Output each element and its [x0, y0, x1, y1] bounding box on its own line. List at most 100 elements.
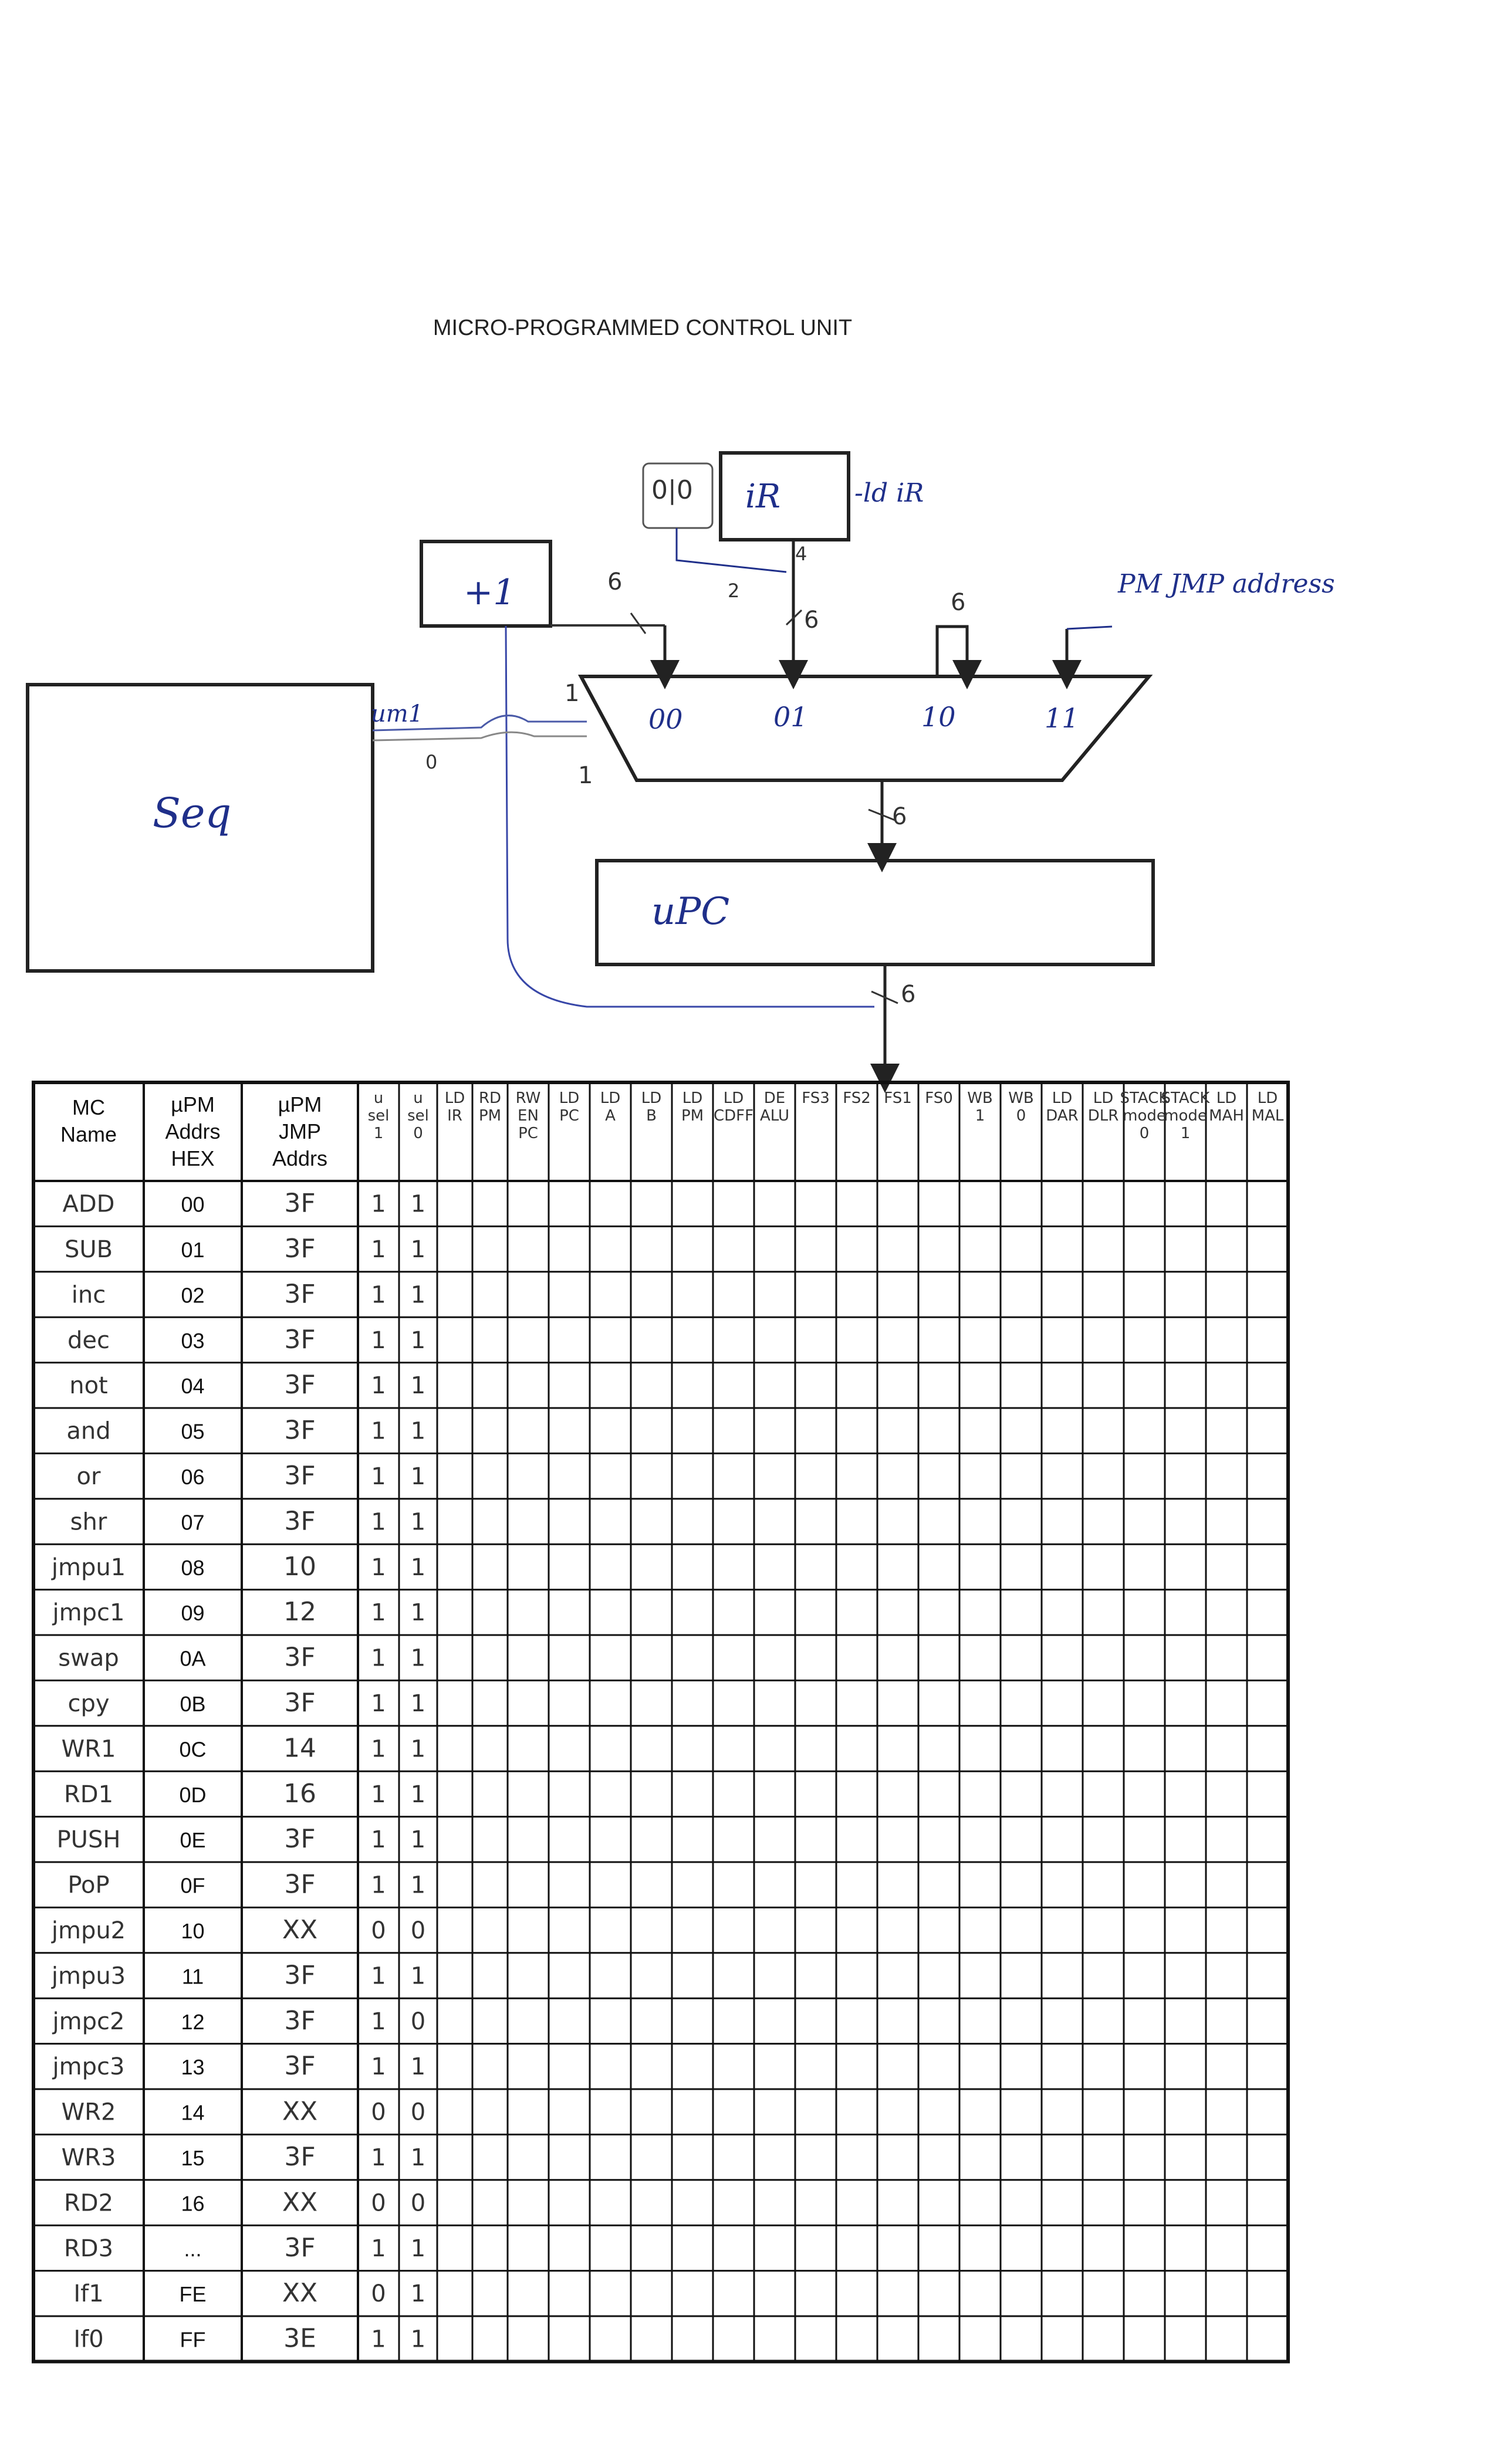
bus-width-flag: 6 — [607, 568, 622, 595]
row-hex: ... — [184, 2237, 201, 2261]
row-hex: 02 — [181, 1283, 204, 1307]
table-frame — [32, 1081, 1290, 2364]
row-hex: 08 — [181, 1556, 204, 1580]
row-hex: 0D — [179, 1783, 206, 1807]
row-jmp: 3F — [284, 1461, 315, 1491]
row-name: inc — [72, 1281, 106, 1308]
row-usel1: 1 — [371, 1236, 386, 1263]
row-name: WR1 — [62, 1735, 116, 1762]
row-usel1: 1 — [371, 1645, 386, 1672]
bus-width-seq-a: 1 — [565, 680, 579, 707]
bus-slash-ir — [785, 609, 803, 626]
row-hex: FF — [180, 2328, 206, 2352]
row-usel1: 1 — [371, 1508, 386, 1535]
bus-width-pm: 6 — [951, 589, 965, 616]
bus-width-seq-b: 1 — [578, 762, 593, 789]
row-hex: 14 — [181, 2101, 204, 2125]
row-jmp: 3F — [284, 1506, 315, 1536]
row-hex: 0B — [180, 1692, 205, 1716]
row-usel0: 1 — [411, 1554, 425, 1581]
row-name: If1 — [73, 2280, 103, 2307]
row-jmp: 3F — [284, 1643, 315, 1673]
sequencer-box — [26, 683, 374, 973]
row-hex: 0F — [180, 1874, 205, 1898]
row-jmp: 3F — [284, 1416, 315, 1446]
row-hex: 10 — [181, 1919, 204, 1943]
row-name: jmpc3 — [52, 2053, 125, 2080]
row-usel1: 1 — [371, 1554, 386, 1581]
row-name: jmpu2 — [51, 1917, 126, 1944]
row-name: or — [77, 1463, 101, 1490]
row-usel0: 1 — [411, 2235, 425, 2262]
increment-label: +1 — [464, 572, 515, 613]
pm-to-mux-arrow — [935, 625, 982, 689]
row-jmp: 16 — [283, 1779, 316, 1809]
row-usel0: 1 — [411, 2280, 425, 2307]
bus-slash-flag — [630, 612, 647, 634]
row-jmp: 3F — [284, 2233, 315, 2263]
sequencer-label: Seq — [153, 789, 231, 837]
bus-width-mux-upc: 6 — [892, 803, 907, 830]
header-cell-handwritten: FS2 — [843, 1089, 871, 1107]
row-usel1: 1 — [371, 2053, 386, 2080]
row-jmp: 3F — [284, 1960, 315, 1990]
upc-label: uPC — [651, 890, 729, 933]
row-hex: 13 — [181, 2055, 204, 2079]
row-usel1: 1 — [371, 2144, 386, 2171]
row-usel1: 1 — [371, 1372, 386, 1399]
bus-width-ir: 6 — [804, 607, 819, 634]
row-jmp: XX — [282, 2278, 317, 2308]
row-usel0: 1 — [411, 2326, 425, 2353]
bus-width-seq-c: 0 — [425, 751, 437, 773]
row-hex: 16 — [181, 2191, 204, 2215]
row-usel0: 1 — [411, 1690, 425, 1717]
row-name: PoP — [67, 1872, 109, 1899]
row-usel1: 1 — [371, 1327, 386, 1354]
ir-prefix-label: 0|0 — [651, 475, 693, 505]
row-jmp: XX — [282, 2097, 317, 2127]
row-usel1: 0 — [371, 2189, 386, 2216]
row-usel0: 1 — [411, 1418, 425, 1445]
row-name: RD2 — [64, 2189, 113, 2216]
row-jmp: 3F — [284, 1234, 315, 1264]
row-name: SUB — [65, 1236, 113, 1263]
row-usel1: 1 — [371, 1826, 386, 1853]
row-usel0: 0 — [411, 2008, 425, 2035]
header-cell-handwritten: FS3 — [802, 1089, 830, 1107]
row-usel1: 1 — [371, 2235, 386, 2262]
ir-prefix-wire — [675, 528, 787, 573]
page-title: MICRO-PROGRAMMED CONTROL UNIT — [432, 316, 853, 340]
row-name: RD3 — [64, 2235, 113, 2262]
bus-slash-upc-out — [871, 990, 898, 1004]
row-name: dec — [67, 1327, 110, 1354]
row-hex: 0A — [180, 1647, 205, 1671]
row-usel1: 1 — [371, 1599, 386, 1626]
row-jmp: XX — [282, 2187, 317, 2217]
row-hex: 0C — [179, 1737, 206, 1761]
row-usel1: 0 — [371, 1917, 386, 1944]
row-usel0: 1 — [411, 1826, 425, 1853]
row-usel1: 0 — [371, 2280, 386, 2307]
ir-prefix-box — [642, 462, 714, 529]
row-usel0: 1 — [411, 1781, 425, 1808]
row-usel0: 1 — [411, 1645, 425, 1672]
row-name: PUSH — [57, 1826, 121, 1853]
increment-register — [420, 540, 552, 628]
row-name: cpy — [67, 1690, 109, 1717]
